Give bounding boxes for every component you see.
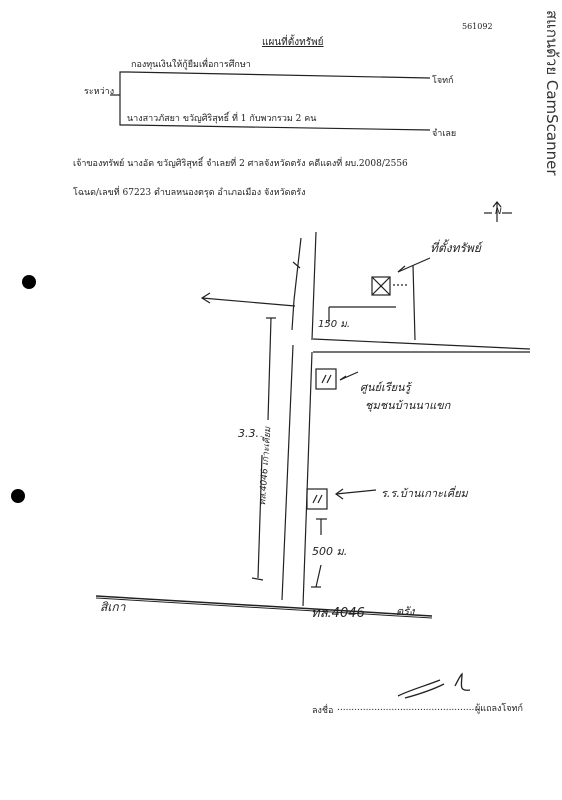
school-marker bbox=[306, 488, 328, 510]
side-road-right-lower bbox=[302, 351, 313, 607]
page-title: แผนที่ตั้งทรัพย์ bbox=[262, 37, 324, 48]
property-marker bbox=[371, 276, 391, 296]
main-road-label: ทล.4046 bbox=[311, 606, 365, 621]
distance-500: 500 ม. bbox=[312, 545, 348, 558]
school-label: ร.ร.บ้านเกาะเคี่ยม bbox=[381, 487, 468, 500]
signature-role: ผู้แถลงโจทก์ bbox=[475, 704, 523, 714]
center-label-2: ชุมชนบ้านนาแขก bbox=[365, 399, 451, 412]
plaintiff-role: โจทก์ bbox=[432, 76, 454, 86]
north-label: N bbox=[495, 207, 502, 217]
main-road-top bbox=[95, 595, 433, 617]
defendant-line bbox=[127, 124, 431, 131]
doc-number: 561092 bbox=[462, 22, 493, 31]
plaintiff-line bbox=[127, 71, 431, 79]
signature-dots: ........................................… bbox=[337, 703, 483, 713]
right-destination: ตรัง bbox=[396, 605, 415, 618]
punch-hole-bottom bbox=[11, 489, 25, 503]
between-label: ระหว่าง bbox=[84, 87, 115, 97]
signature-label: ลงชื่อ bbox=[312, 706, 334, 716]
punch-hole-top bbox=[22, 275, 36, 289]
defendant-role: จำเลย bbox=[432, 129, 457, 139]
side-road-left-lower bbox=[281, 344, 294, 601]
property-label: ที่ตั้งทรัพย์ bbox=[430, 241, 481, 255]
plaintiff-name: กองทุนเงินให้กู้ยืมเพื่อการศึกษา bbox=[131, 60, 251, 70]
bracket-line bbox=[119, 71, 128, 126]
center-marker bbox=[315, 368, 337, 390]
west-road bbox=[201, 297, 296, 307]
side-road-left-upper bbox=[293, 237, 302, 301]
distance-150: 150 ม. bbox=[318, 319, 351, 330]
side-road-right-upper bbox=[311, 231, 317, 341]
distance-33: 3.3. bbox=[238, 427, 259, 440]
owner-line: เจ้าของทรัพย์ นางอัด ขวัญศิริสุทธิ์ จำเล… bbox=[73, 159, 408, 169]
left-destination: สิเกา bbox=[100, 600, 126, 614]
defendant-name: นางสาวภัสยา ขวัญศิริสุทธิ์ ที่ 1 กับพวกร… bbox=[127, 114, 317, 124]
deed-line: โฉนด/เลขที่ 67223 ตำบลหนองตรุด อำเภอเมือ… bbox=[73, 188, 306, 198]
east-road-top bbox=[312, 338, 531, 350]
camscanner-watermark: สแกนด้วย CamScanner bbox=[543, 10, 561, 176]
center-label-1: ศูนย์เรียนรู้ bbox=[360, 381, 411, 394]
